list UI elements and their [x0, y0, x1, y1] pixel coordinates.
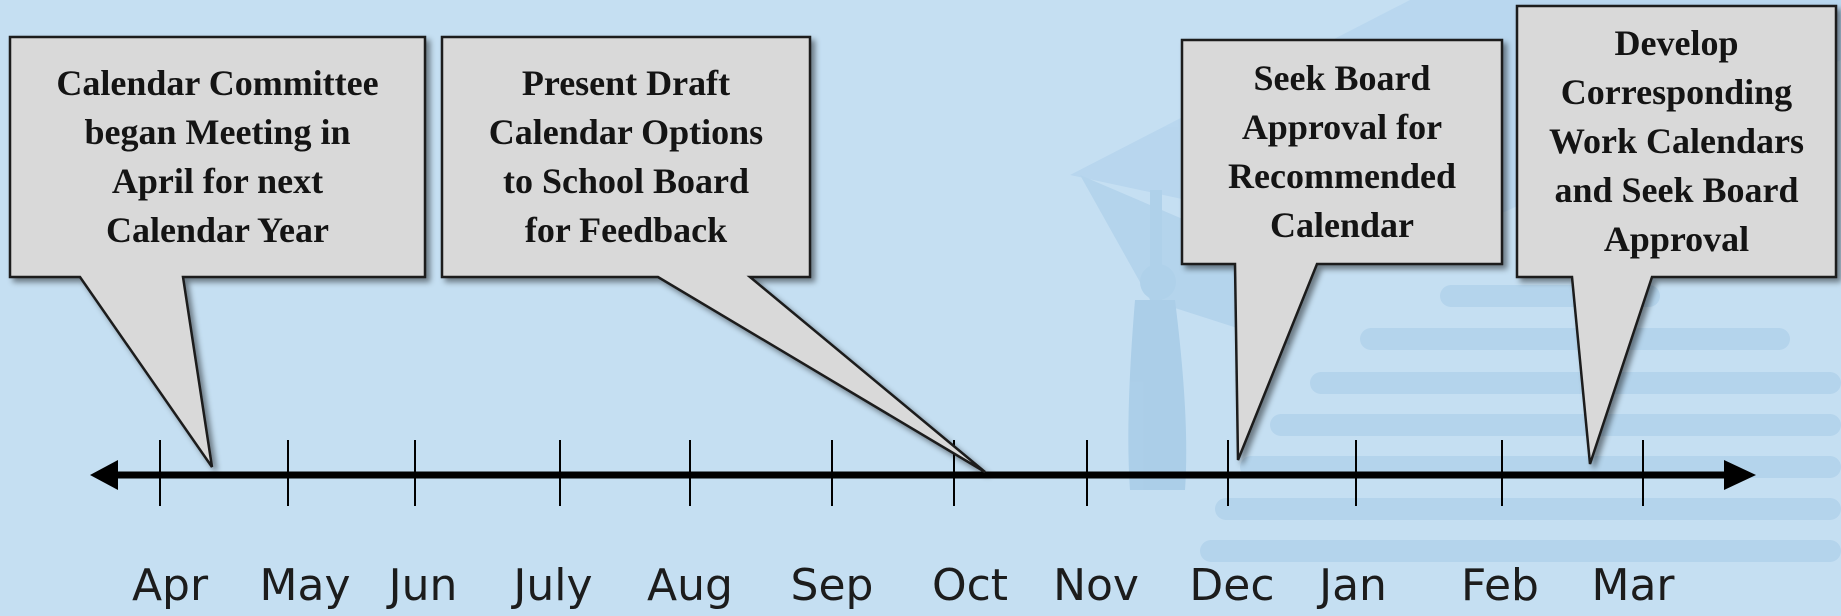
month-label-jan: Jan	[1319, 560, 1387, 611]
axis-ticks	[159, 440, 1644, 506]
month-label-apr: Apr	[131, 560, 209, 611]
month-label-jun: Jun	[388, 560, 458, 611]
month-label-oct: Oct	[931, 560, 1009, 611]
callout-text-present-draft: Present Draft Calendar Options to School…	[488, 63, 764, 250]
callout-seek-approval	[1180, 38, 1504, 461]
month-label-sep: Sep	[790, 560, 874, 611]
month-label-july: July	[513, 560, 593, 611]
timeline-axis	[90, 440, 1756, 506]
right-arrow-icon	[1724, 460, 1756, 490]
callout-text-committee-meeting: Calendar Committee began Meeting in Apri…	[56, 63, 379, 250]
callout-text-work-calendars: Develop Corresponding Work Calendars and…	[1548, 22, 1805, 259]
month-label-feb: Feb	[1461, 560, 1539, 611]
callout-present-draft	[440, 35, 986, 474]
left-arrow-icon	[90, 460, 118, 490]
month-label-mar: Mar	[1591, 560, 1675, 611]
month-label-dec: Dec	[1189, 560, 1275, 611]
month-label-nov: Nov	[1053, 560, 1139, 611]
month-label-aug: Aug	[647, 560, 733, 611]
callout-text-seek-approval: Seek Board Approval for Recommended Cale…	[1228, 58, 1456, 245]
callout-committee-meeting	[8, 35, 427, 468]
month-label-may: May	[259, 560, 351, 611]
callout-work-calendars	[1515, 4, 1838, 465]
